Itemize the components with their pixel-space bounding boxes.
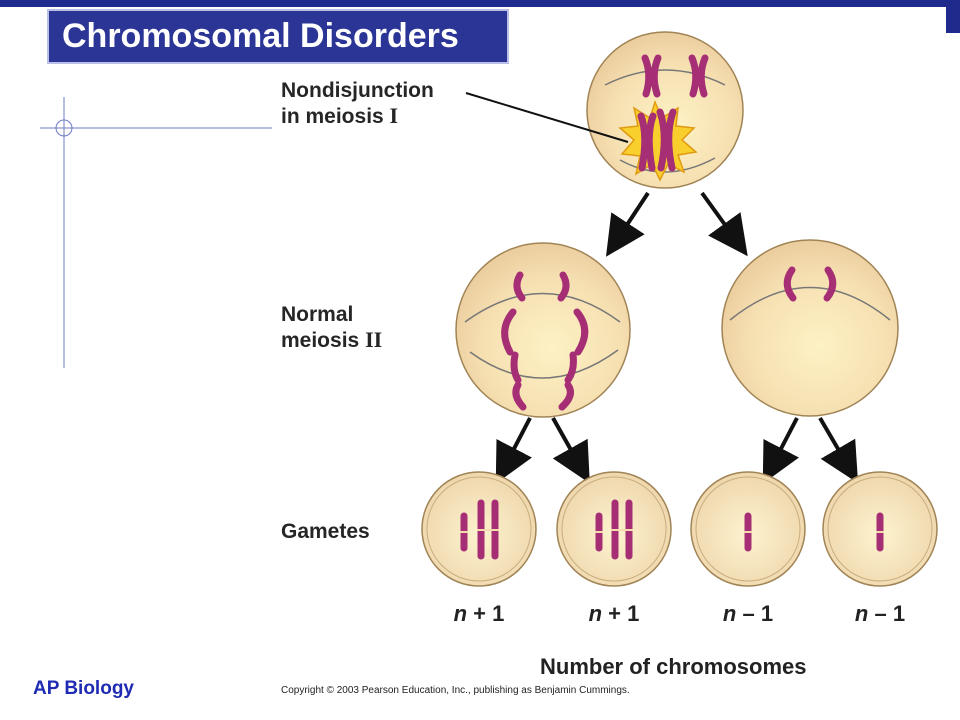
arrow-to-gamete-3 xyxy=(762,417,799,484)
label-nondisjunction-line1: Nondisjunction xyxy=(281,79,434,102)
label-nondisjunction-line2: in meiosis xyxy=(281,105,384,128)
copyright-text: Copyright © 2003 Pearson Education, Inc.… xyxy=(281,685,630,696)
gamete-count-2: n + 1 xyxy=(588,601,640,626)
chromosome-pair-top-left xyxy=(641,54,662,98)
arrow-to-gamete-1 xyxy=(495,417,532,484)
gamete-count-3: n – 1 xyxy=(722,601,774,626)
label-pointer-line xyxy=(465,92,629,143)
top-right-accent xyxy=(946,7,960,33)
top-bar xyxy=(0,0,960,7)
chromosomes-right-cell xyxy=(783,266,837,302)
slide-title: Chromosomal Disorders xyxy=(47,9,509,64)
gamete-count-1: n + 1 xyxy=(453,601,505,626)
chromosome-pair-top-right xyxy=(688,54,709,98)
arrow-to-gamete-2 xyxy=(551,417,590,484)
meiosis-ii-cell-right xyxy=(721,239,899,417)
label-roman-ii: II xyxy=(365,327,383,352)
label-normal-line1: Normal xyxy=(281,303,354,326)
crosshair-decoration xyxy=(40,97,272,368)
label-normal-meiosis: Normal meiosis II xyxy=(281,302,382,353)
chromosomes-left-cell xyxy=(501,271,589,411)
label-normal-line2: meiosis xyxy=(281,329,360,352)
arrow-to-gamete-4 xyxy=(818,416,859,484)
course-label: AP Biology xyxy=(33,678,134,699)
parent-cell xyxy=(586,31,744,189)
gamete-2 xyxy=(556,471,672,587)
gamete-count-4: n – 1 xyxy=(854,601,906,626)
nondisjunction-burst xyxy=(618,99,698,182)
label-roman-i: I xyxy=(389,103,399,128)
arrow-to-left-cell xyxy=(605,191,650,257)
arrow-to-right-cell xyxy=(700,191,748,257)
gamete-1 xyxy=(421,471,537,587)
gamete-4 xyxy=(822,471,938,587)
label-gametes: Gametes xyxy=(281,520,370,543)
meiosis-ii-cell-left xyxy=(455,242,631,418)
axis-title: Number of chromosomes xyxy=(540,654,807,679)
gamete-3 xyxy=(690,471,806,587)
label-nondisjunction: Nondisjunction in meiosis I xyxy=(281,78,434,129)
nondisjunction-chromosomes xyxy=(637,108,677,172)
